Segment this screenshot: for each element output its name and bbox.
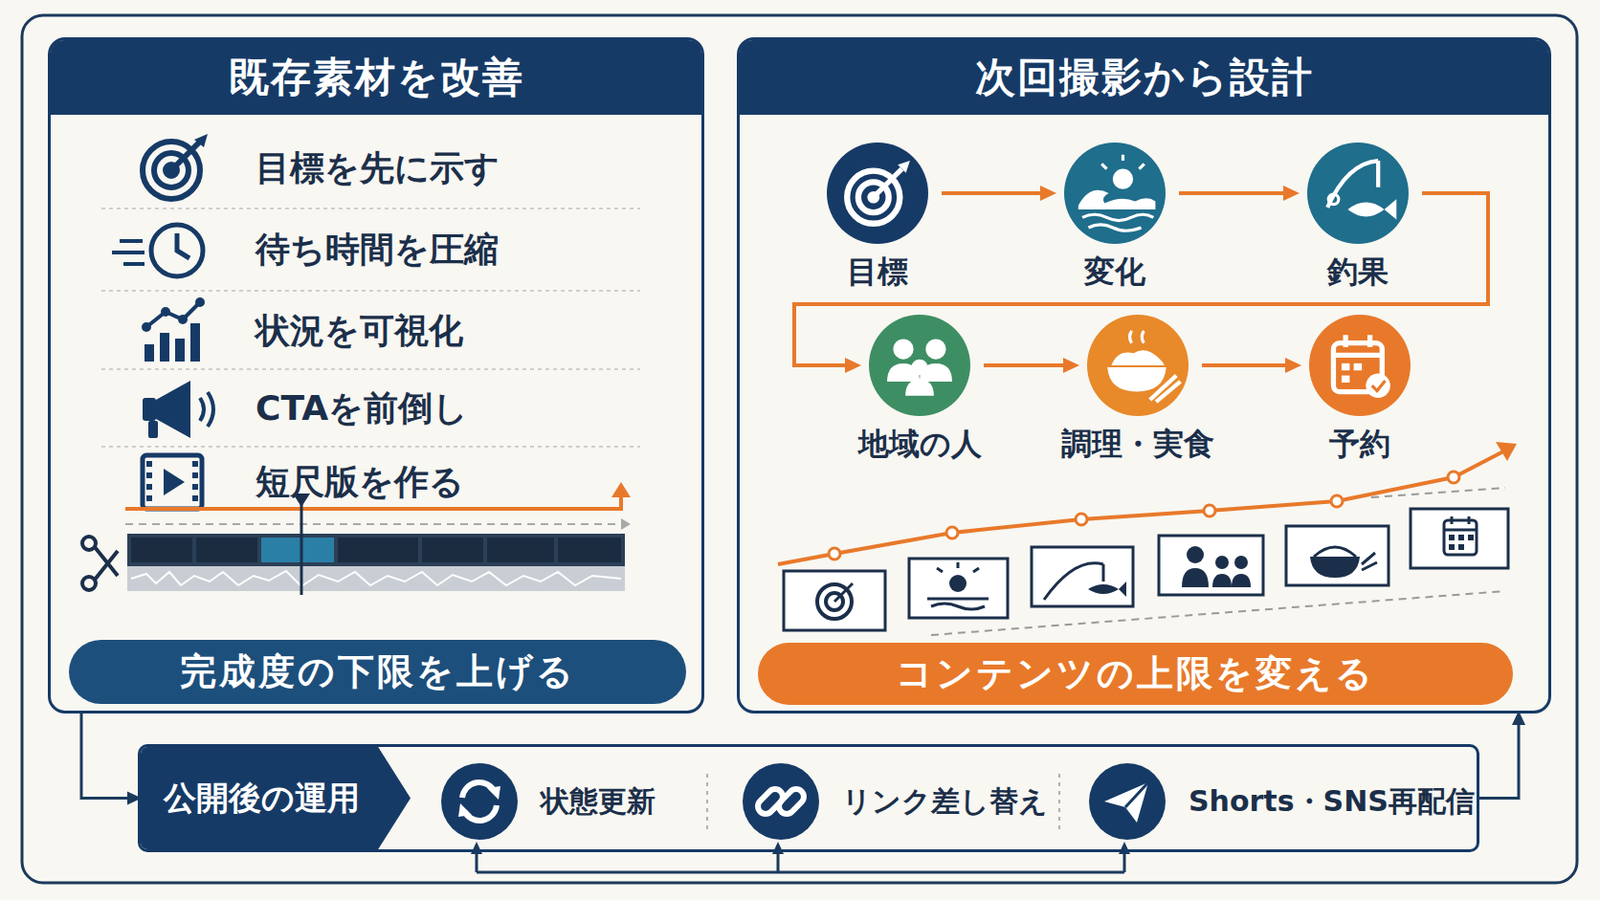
outer-frame (22, 15, 1578, 884)
operation-item: 状態更新 (441, 763, 518, 841)
left-panel-art (50, 40, 708, 717)
node-text: 予約 (1329, 423, 1391, 467)
right-panel: 次回撮影から設計 目標 変化 釣果 地域の人 調理・実食 予約コンテンツの上限を… (736, 37, 1552, 714)
step-circle: 予約 (1309, 314, 1411, 417)
band-tag: 公開後の運用 (140, 747, 411, 850)
node-text: 調理・実食 (1061, 423, 1215, 467)
calendar-icon (1309, 314, 1411, 417)
fishing-icon (1307, 142, 1409, 245)
operations-band: 公開後の運用 状態更新 リンク差し替え Shorts・SNS再配信 (137, 744, 1480, 853)
item-label: 状況を可視化 (255, 310, 464, 353)
panel-heading: 既存素材を改善 (50, 40, 702, 115)
node-text: 目標 (846, 251, 909, 294)
sync-icon (441, 763, 518, 841)
step-circle: 目標 (826, 142, 929, 245)
link-icon (742, 763, 820, 841)
flow-arrow (983, 363, 1072, 368)
operation-item: Shorts・SNS再配信 (1088, 763, 1166, 841)
item-label: CTAを前倒し (255, 387, 468, 430)
flow-arrow (1479, 717, 1519, 800)
operation-item: リンク差し替え (742, 763, 820, 841)
node-text: リンク差し替え (842, 782, 1048, 823)
node-text: 完成度の下限を上げる (179, 647, 577, 697)
flow-arrow (1178, 191, 1292, 196)
item-label: 待ち時間を圧縮 (255, 228, 499, 271)
item-label: 目標を先に示す (255, 147, 500, 190)
send-icon (1088, 763, 1166, 841)
flow-arrow (81, 713, 135, 800)
summary-pill: 完成度の下限を上げる (68, 640, 687, 705)
step-circle: 変化 (1064, 142, 1166, 245)
step-circle: 調理・実食 (1087, 314, 1189, 417)
step-circle: 地域の人 (868, 314, 971, 417)
node-text: 状態更新 (540, 782, 656, 823)
step-circle: 釣果 (1307, 142, 1409, 245)
node-text: コンテンツの上限を変える (895, 649, 1376, 699)
sea-sun-icon (1064, 142, 1166, 245)
flow-arrow (941, 191, 1049, 196)
node-text: 釣果 (1327, 251, 1389, 294)
people-icon (868, 314, 971, 417)
node-text: Shorts・SNS再配信 (1188, 782, 1475, 823)
summary-pill: コンテンツの上限を変える (757, 643, 1513, 706)
node-text: 地域の人 (858, 423, 982, 467)
node-text: 変化 (1084, 251, 1146, 294)
left-panel: 既存素材を改善完成度の下限を上げる 目標を先に示す待ち時間を圧縮状況を可視化 CTA… (47, 37, 705, 714)
bowl-icon (1087, 314, 1189, 417)
target-icon (826, 142, 929, 245)
flow-arrow (1201, 363, 1294, 368)
panel-heading: 次回撮影から設計 (739, 40, 1549, 115)
item-label: 短尺版を作る (255, 461, 465, 504)
